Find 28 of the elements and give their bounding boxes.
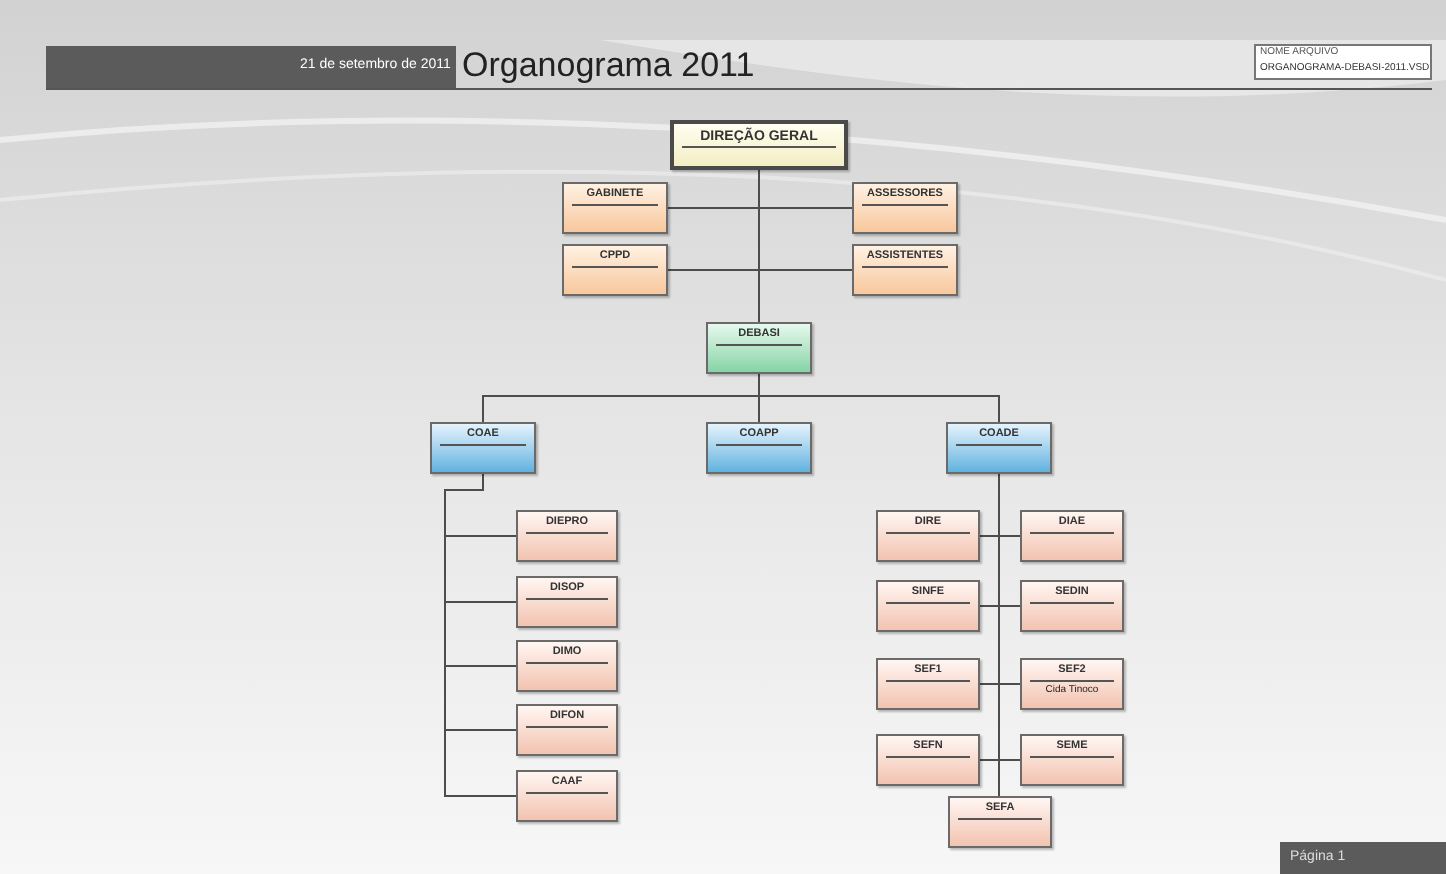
connector-line — [444, 473, 517, 797]
org-unit-box — [430, 422, 536, 474]
org-unit-box — [948, 796, 1052, 848]
page-title: Organograma 2011 — [462, 46, 755, 86]
org-unit-box — [516, 640, 618, 692]
org-unit-box — [516, 576, 618, 628]
org-unit-box — [852, 244, 958, 296]
org-unit-box — [1020, 734, 1124, 786]
connector-line — [758, 169, 760, 323]
org-unit-box — [1020, 580, 1124, 632]
org-unit-box — [706, 322, 812, 374]
connector-line — [998, 473, 1000, 797]
org-unit-box — [946, 422, 1052, 474]
org-unit-box — [876, 580, 980, 632]
org-unit-box — [876, 658, 980, 710]
org-unit-box — [516, 510, 618, 562]
org-unit-box — [876, 510, 980, 562]
org-unit-box — [706, 422, 812, 474]
org-unit-box — [562, 244, 668, 296]
org-unit-box — [670, 120, 848, 170]
org-unit-box — [1020, 658, 1124, 710]
org-unit-box — [516, 704, 618, 756]
org-unit-box — [562, 182, 668, 234]
org-unit-box — [1020, 510, 1124, 562]
org-unit-box — [852, 182, 958, 234]
connector-line — [758, 373, 1000, 423]
org-unit-box — [876, 734, 980, 786]
org-unit-box — [516, 770, 618, 822]
